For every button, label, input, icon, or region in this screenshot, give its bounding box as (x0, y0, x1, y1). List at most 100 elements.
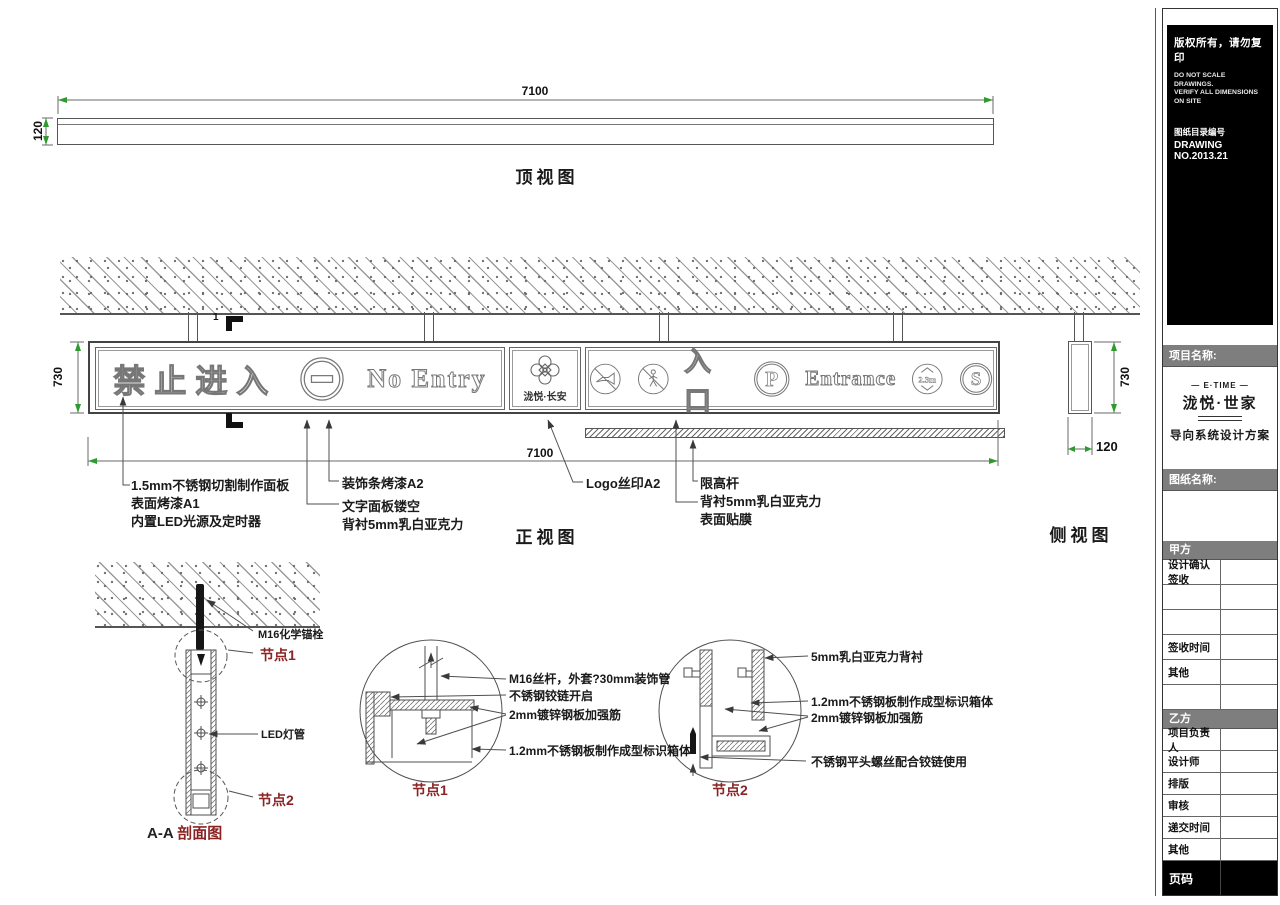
node1-callout-3: 2mm镀锌钢板加强筋 (509, 708, 622, 722)
brand-cn: 泷悦·世家 (1182, 395, 1258, 412)
side-view-depth-dim: 120 (1096, 439, 1118, 454)
drawing-no-label: 图纸目录编号 (1174, 127, 1226, 137)
row-label: 排版 (1163, 773, 1221, 794)
sheet-name-header: 图纸名称: (1163, 469, 1277, 491)
project-name-header: 项目名称: (1163, 345, 1277, 367)
node1-reference: 节点1 (260, 647, 296, 663)
row-label: 审核 (1163, 795, 1221, 816)
table-row: 排版 (1163, 773, 1277, 795)
callout-text-panel: 文字面板镂空 背衬5mm乳白亚克力 (342, 498, 463, 534)
row-label: 设计确认签收 (1163, 559, 1221, 586)
node2-callout-1: 5mm乳白亚克力背衬 (811, 650, 924, 664)
table-row: 其他 (1163, 660, 1277, 685)
callout-height-bar: 限高杆 背衬5mm乳白亚克力 表面贴膜 (700, 475, 821, 529)
sign-side-view-inner (1071, 344, 1089, 411)
party-a-header: 甲方 (1163, 541, 1277, 560)
hanger-rod (188, 312, 198, 341)
node2-reference: 节点2 (258, 792, 294, 808)
table-row: 项目负责人 (1163, 727, 1277, 754)
row-label: 其他 (1163, 660, 1221, 684)
table-row: 签收时间 (1163, 635, 1277, 660)
callout-line: 内置LED光源及定时器 (131, 514, 262, 529)
entrance-text-cn: 入口 (684, 346, 718, 416)
sign-front-view: 禁止进入 No Entry 泷悦·长安 (88, 341, 1000, 416)
front-view-height-dim: 730 (51, 366, 65, 388)
clearance-text: 2.3m (919, 374, 937, 384)
callout-line: 背衬5mm乳白亚克力 (342, 517, 464, 532)
brand-block: — E·TIME — 泷悦·世家 导向系统设计方案 (1163, 381, 1277, 443)
table-row: 递交时间 (1163, 817, 1277, 839)
parking-letter: P (765, 367, 778, 391)
no-entry-icon (300, 356, 345, 401)
row-label (1163, 610, 1221, 634)
top-view-length-dim: 7100 (521, 84, 549, 98)
brand-ornament-icon (530, 355, 560, 385)
callout-line: 背衬5mm乳白亚克力 (700, 494, 822, 509)
notice-line: DO NOT SCALE DRAWINGS. (1174, 72, 1226, 88)
row-label: 其他 (1163, 839, 1221, 860)
page-number-label: 页码 (1163, 861, 1221, 895)
node1-title: 节点1 (412, 782, 448, 798)
row-label: 递交时间 (1163, 817, 1221, 838)
brand-divider (1198, 416, 1242, 421)
row-label (1163, 685, 1221, 709)
height-limit-bar (585, 428, 1005, 438)
section-ceiling-hatch (95, 562, 320, 628)
node1-callout-1: M16丝杆，外套?30mm装饰管 (509, 672, 671, 686)
top-view-bar (57, 118, 994, 145)
logo-panel: 泷悦·长安 (509, 347, 581, 410)
parking-icon: P (753, 360, 790, 397)
table-row (1163, 685, 1277, 710)
sign-side-view (1068, 341, 1092, 414)
top-view-title: 顶视图 (515, 168, 579, 187)
copyright-text: 版权所有，请勿复印 (1174, 37, 1262, 64)
table-row: 设计师 (1163, 751, 1277, 773)
row-label (1163, 585, 1221, 609)
entrance-text-en: Entrance (805, 366, 897, 391)
top-view-depth-dim: 120 (31, 120, 45, 142)
table-row: 审核 (1163, 795, 1277, 817)
clearance-height-icon: 2.3m (912, 363, 943, 394)
node1-callout-4: 1.2mm不锈钢板制作成型标识箱体 (509, 744, 692, 758)
callout-logo: Logo丝印A2 (586, 476, 661, 491)
scheme-name: 导向系统设计方案 (1170, 430, 1270, 442)
side-view-title: 侧视图 (1049, 526, 1113, 545)
callout-led-tube: LED灯管 (261, 729, 305, 741)
page-number-row: 页码 (1163, 861, 1277, 895)
row-label: 设计师 (1163, 751, 1221, 772)
callout-line: 表面贴膜 (700, 512, 753, 527)
section-mark-number: 1 (213, 312, 219, 323)
callout-strip: 装饰条烤漆A2 (342, 476, 424, 491)
table-row (1163, 585, 1277, 610)
titleblock: 版权所有，请勿复印 DO NOT SCALE DRAWINGS. VERIFY … (1162, 8, 1278, 896)
no-entry-panel: 禁止进入 No Entry (95, 347, 505, 410)
section-title: A-A 剖面图 (147, 822, 222, 843)
s-letter: S (971, 369, 981, 390)
s-badge-icon: S (959, 362, 992, 395)
callout-line: 1.5mm不锈钢切割制作面板 (131, 478, 290, 493)
hanger-rod (893, 312, 903, 341)
callout-line: 表面烤漆A1 (131, 496, 200, 511)
side-view-height-dim: 730 (1118, 366, 1132, 388)
row-label: 项目负责人 (1163, 727, 1221, 754)
table-row: 其他 (1163, 839, 1277, 861)
node2-detail-linework (658, 639, 809, 783)
row-label: 签收时间 (1163, 635, 1221, 659)
table-row: 设计确认签收 (1163, 559, 1277, 586)
section-title-code: A-A (147, 825, 174, 842)
front-view-length-dim: 7100 (526, 446, 554, 460)
callout-line: 限高杆 (700, 476, 740, 491)
front-view-ceiling-hatch (60, 257, 1140, 315)
node1-detail-linework (359, 639, 507, 783)
table-row (1163, 610, 1277, 635)
callout-line: 文字面板镂空 (342, 499, 421, 514)
hanger-rod (1074, 312, 1084, 341)
logo-panel-text: 泷悦·长安 (523, 392, 567, 403)
notice-line: ON SITE (1174, 97, 1202, 105)
notice-line: VERIFY ALL DIMENSIONS (1174, 89, 1259, 96)
entrance-panel: 入口 P Entrance 2.3m S (585, 346, 997, 416)
brand-en: — E·TIME — (1191, 381, 1249, 390)
hanger-rod (659, 312, 669, 341)
titleblock-divider (1155, 8, 1156, 896)
no-entry-text-cn: 禁止进入 (113, 362, 278, 399)
